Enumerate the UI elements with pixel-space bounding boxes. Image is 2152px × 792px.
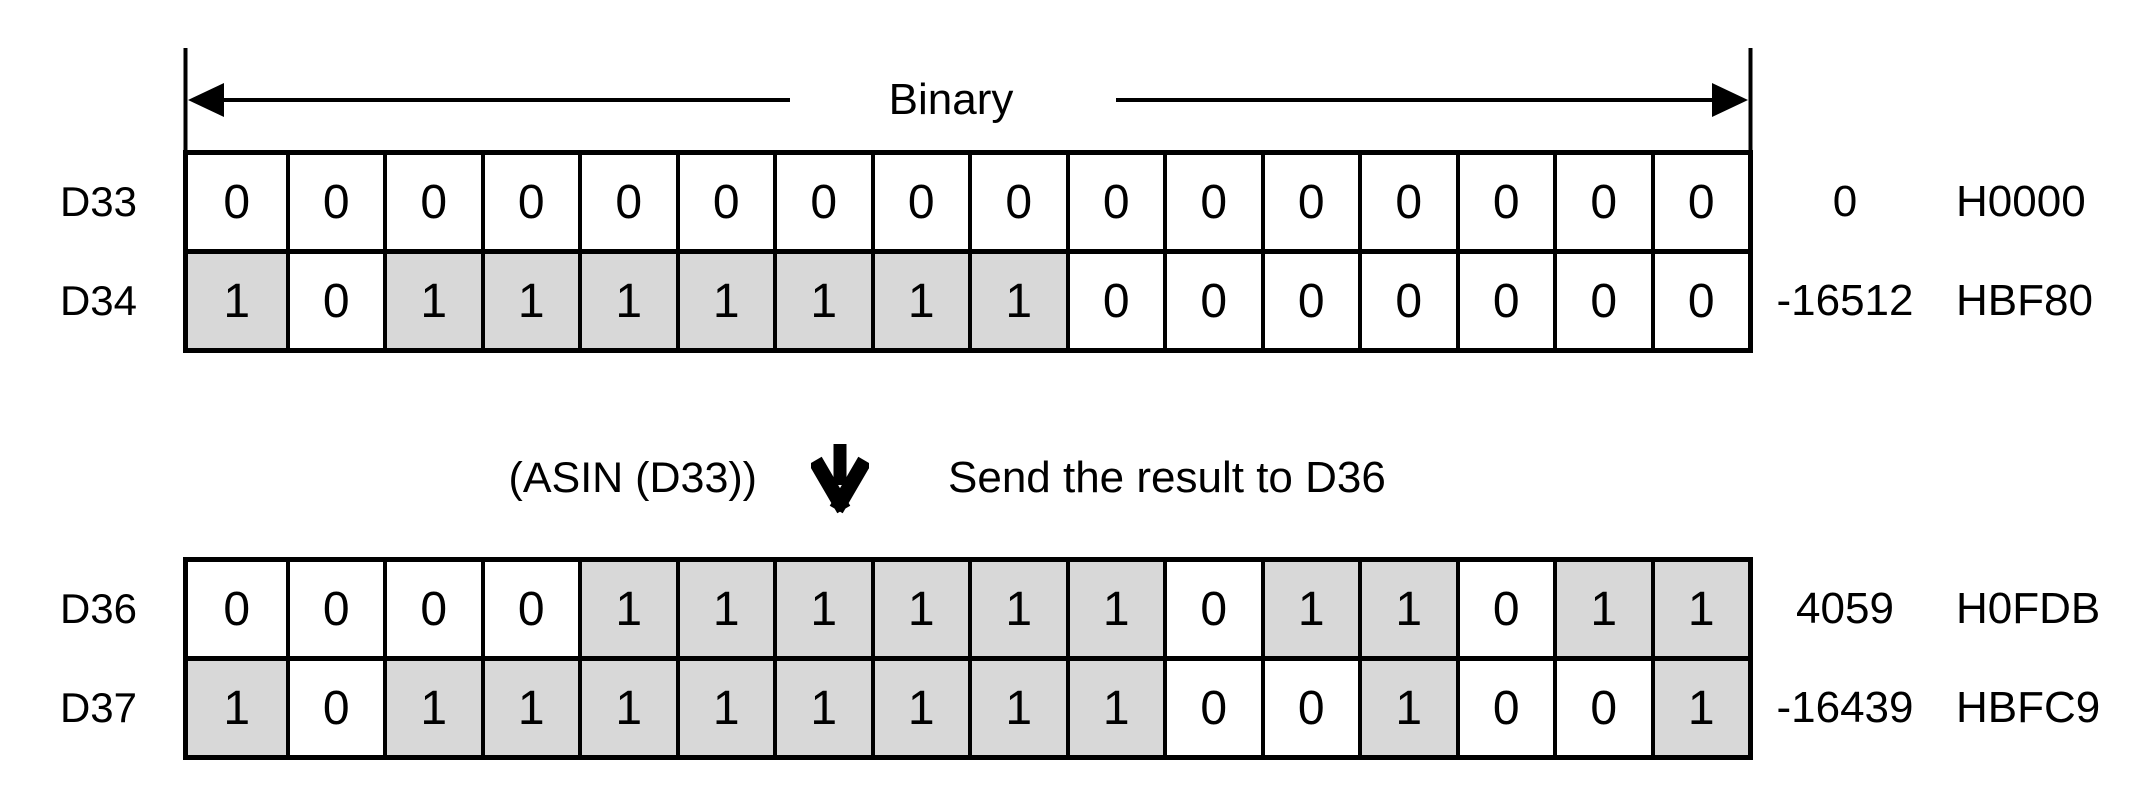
- bit-cell: 0: [285, 155, 383, 249]
- register-label-d33: D33: [59, 178, 137, 225]
- bit-cell: 1: [675, 562, 773, 656]
- bit-cell: 1: [773, 254, 871, 348]
- hex-value-d33: H0000: [1956, 177, 2086, 226]
- bit-cell: 1: [870, 661, 968, 755]
- right-arrowhead-icon: [1712, 83, 1748, 117]
- hex-value-d36: H0FDB: [1956, 584, 2101, 633]
- bit-cell: 1: [383, 254, 481, 348]
- bit-cell: 1: [188, 254, 286, 348]
- register-label-d37: D37: [59, 684, 137, 731]
- bit-cell: 0: [968, 155, 1066, 249]
- bit-cell: 1: [1650, 661, 1748, 755]
- bit-cell: 0: [1163, 562, 1261, 656]
- bit-cell: 0: [1163, 254, 1261, 348]
- bit-cell: 0: [1650, 254, 1748, 348]
- bit-cell: 0: [285, 254, 383, 348]
- bit-cell: 1: [773, 562, 871, 656]
- bit-cell: 0: [480, 155, 578, 249]
- bit-cell: 1: [870, 254, 968, 348]
- bit-cell: 0: [1358, 254, 1456, 348]
- bit-cell: 0: [285, 661, 383, 755]
- bit-cell: 0: [675, 155, 773, 249]
- bit-cell: 0: [1455, 155, 1553, 249]
- bit-cell: 1: [578, 562, 676, 656]
- bit-cell: 1: [1065, 661, 1163, 755]
- bit-cell: 0: [1260, 155, 1358, 249]
- register-label-d34: D34: [59, 277, 137, 324]
- bit-cell: 1: [1260, 562, 1358, 656]
- bit-cell: 0: [1065, 254, 1163, 348]
- bit-cell: 0: [188, 155, 286, 249]
- left-arrowhead-icon: [188, 83, 224, 117]
- bit-cell: 0: [1553, 155, 1651, 249]
- bit-cell: 0: [1358, 155, 1456, 249]
- bit-cell: 1: [1358, 562, 1456, 656]
- bit-cell: 1: [773, 661, 871, 755]
- bit-cell: 1: [968, 562, 1066, 656]
- bit-cell: 1: [578, 661, 676, 755]
- decimal-value-d36: 4059: [1796, 584, 1894, 633]
- bit-cell: 1: [968, 661, 1066, 755]
- down-arrow-icon: [811, 444, 869, 514]
- bit-cell: 1: [1553, 562, 1651, 656]
- bit-cell: 0: [188, 562, 286, 656]
- bit-cell: 0: [1163, 155, 1261, 249]
- operation-description: Send the result to D36: [948, 453, 1386, 502]
- bit-cell: 0: [1553, 254, 1651, 348]
- bit-cell: 1: [480, 661, 578, 755]
- bit-cell: 1: [480, 254, 578, 348]
- register-label-d36: D36: [59, 585, 137, 632]
- hex-value-d34: HBF80: [1956, 276, 2093, 325]
- bit-cell: 0: [383, 562, 481, 656]
- bit-cell: 1: [870, 562, 968, 656]
- bit-cell: 0: [285, 562, 383, 656]
- bit-cell: 1: [1065, 562, 1163, 656]
- bit-cell: 1: [578, 254, 676, 348]
- bit-cell: 0: [1455, 562, 1553, 656]
- hex-value-d37: HBFC9: [1956, 683, 2101, 732]
- binary-label: Binary: [888, 75, 1014, 124]
- bit-cell: 0: [1163, 661, 1261, 755]
- bit-cell: 1: [675, 254, 773, 348]
- bit-cell: 1: [968, 254, 1066, 348]
- bit-cell: 1: [1650, 562, 1748, 656]
- bit-cell: 0: [1553, 661, 1651, 755]
- bit-cell: 0: [1260, 254, 1358, 348]
- bit-cell: 1: [188, 661, 286, 755]
- decimal-value-d34: -16512: [1776, 276, 1914, 325]
- bit-cell: 1: [383, 661, 481, 755]
- bit-cell: 0: [578, 155, 676, 249]
- bit-cell: 0: [1650, 155, 1748, 249]
- asin-expression: (ASIN (D33)): [508, 453, 757, 502]
- bit-cell: 0: [773, 155, 871, 249]
- bit-cell: 1: [675, 661, 773, 755]
- bit-cell: 0: [1455, 254, 1553, 348]
- bit-cell: 0: [1455, 661, 1553, 755]
- decimal-value-d37: -16439: [1776, 683, 1914, 732]
- bit-cell: 1: [1358, 661, 1456, 755]
- bit-cell: 0: [480, 562, 578, 656]
- bit-cell: 0: [383, 155, 481, 249]
- decimal-value-d33: 0: [1832, 177, 1858, 226]
- bit-cell: 0: [1260, 661, 1358, 755]
- bit-cell: 0: [1065, 155, 1163, 249]
- binary-span-arrow: [183, 48, 1753, 153]
- bit-cell: 0: [870, 155, 968, 249]
